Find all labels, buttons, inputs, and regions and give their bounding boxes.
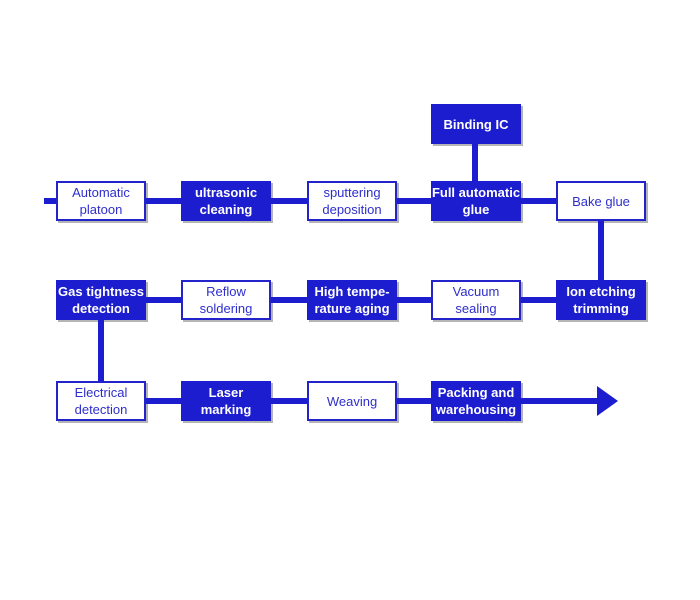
node-label: Laser: [208, 385, 244, 400]
node-label: rature aging: [314, 301, 390, 316]
node-label: ultrasonic: [194, 185, 258, 200]
connector-ion-to-vacuum: [521, 297, 556, 303]
node-binding-ic: Binding IC: [431, 104, 521, 144]
node-label: Packing and: [437, 385, 515, 400]
node-label: Vacuum: [452, 284, 500, 299]
node-label: deposition: [322, 202, 382, 217]
connector-platoon-to-ultrasonic: [146, 198, 181, 204]
node-weaving: Weaving: [307, 381, 397, 421]
connector-glue-to-bake: [521, 198, 556, 204]
node-label: detection: [74, 402, 128, 417]
node-laser-marking: Laser marking: [181, 381, 271, 421]
node-label: Automatic: [72, 185, 130, 200]
connector-sputtering-to-glue: [397, 198, 431, 204]
connector-ultrasonic-to-sputtering: [271, 198, 307, 204]
node-bake-glue: Bake glue: [556, 181, 646, 221]
connector-bake-to-ion-etching: [598, 221, 604, 280]
connector-aging-to-reflow: [271, 297, 307, 303]
node-full-automatic-glue: Full automatic glue: [431, 181, 521, 221]
connector-weaving-to-packing: [397, 398, 431, 404]
flow-end-arrow-icon: [597, 386, 618, 416]
connector-packing-to-end: [521, 398, 599, 404]
node-label: sealing: [455, 301, 497, 316]
node-automatic-platoon: Automatic platoon: [56, 181, 146, 221]
node-label: marking: [200, 402, 252, 417]
node-label: warehousing: [435, 402, 517, 417]
node-vacuum-sealing: Vacuum sealing: [431, 280, 521, 320]
node-label: Bake glue: [572, 193, 630, 209]
node-label: Ion etching: [566, 284, 636, 299]
node-label: Gas tightness: [58, 284, 144, 299]
node-label: Reflow: [206, 284, 246, 299]
node-label: Full automatic: [431, 185, 521, 200]
node-label: soldering: [199, 301, 253, 316]
connector-start-stub: [44, 198, 56, 204]
node-label: High tempe-: [314, 284, 390, 299]
node-label: sputtering: [323, 185, 381, 200]
node-label: platoon: [79, 202, 123, 217]
node-ultrasonic-cleaning: ultrasonic cleaning: [181, 181, 271, 221]
connector-reflow-to-gas: [146, 297, 181, 303]
node-label: detection: [72, 301, 130, 316]
connector-binding-to-glue: [472, 144, 478, 181]
connector-gas-to-electrical: [98, 320, 104, 381]
node-high-temperature-aging: High tempe- rature aging: [307, 280, 397, 320]
node-label: Binding IC: [443, 116, 509, 132]
node-gas-tightness-detection: Gas tightness detection: [56, 280, 146, 320]
node-label: cleaning: [199, 202, 253, 217]
node-label: glue: [462, 202, 490, 217]
connector-vacuum-to-aging: [397, 297, 431, 303]
node-reflow-soldering: Reflow soldering: [181, 280, 271, 320]
node-label: Electrical: [74, 385, 128, 400]
node-ion-etching-trimming: Ion etching trimming: [556, 280, 646, 320]
node-label: trimming: [573, 301, 629, 316]
node-packing-and-warehousing: Packing and warehousing: [431, 381, 521, 421]
node-label: Weaving: [326, 393, 378, 409]
connector-electrical-to-laser: [146, 398, 181, 404]
connector-laser-to-weaving: [271, 398, 307, 404]
node-electrical-detection: Electrical detection: [56, 381, 146, 421]
node-sputtering-deposition: sputtering deposition: [307, 181, 397, 221]
